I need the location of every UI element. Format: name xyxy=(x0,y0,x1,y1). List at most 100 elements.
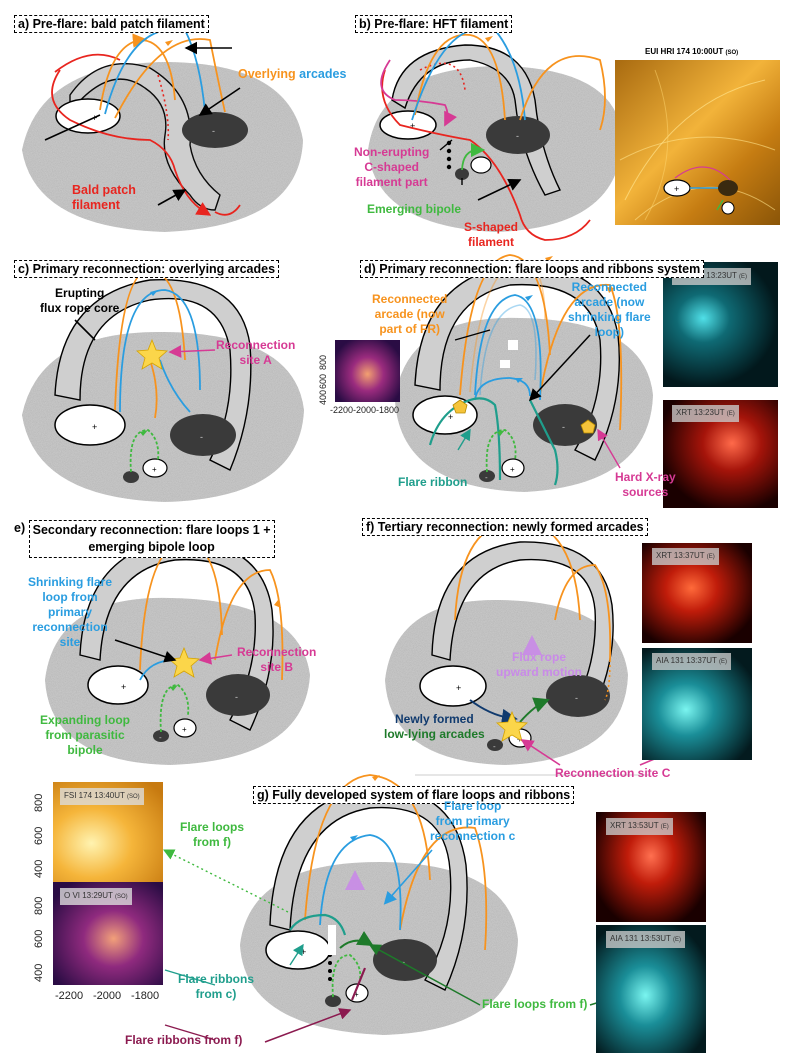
svg-text:-: - xyxy=(562,422,565,432)
svg-text:-: - xyxy=(493,742,496,751)
bipole-minus-g xyxy=(325,995,341,1007)
orange-arcade-g2 xyxy=(399,826,488,951)
orange-arcade-b2 xyxy=(519,55,606,131)
svg-text:+: + xyxy=(674,184,679,194)
thumb-aia1337-tag: AIA 131 13:37UT (E) xyxy=(652,653,732,670)
bipole-minus-d xyxy=(479,470,495,482)
bipole-plus-b xyxy=(470,156,492,174)
orange-arcade-a1 xyxy=(99,33,176,111)
negative-polarity-f xyxy=(546,675,610,717)
thumb-fsi-tag: FSI 174 13:40UT (SO) xyxy=(60,788,144,805)
orange-arcade-d1 xyxy=(459,254,551,396)
panel-e: + - + - xyxy=(45,539,310,765)
teal-ribbon-g xyxy=(289,913,347,936)
marker-square-d xyxy=(508,340,518,350)
arrow-recon-o-d xyxy=(454,329,491,341)
panel-f-title: f) Tertiary reconnection: newly formed a… xyxy=(362,518,648,536)
black-arrow-overlying2-a xyxy=(198,87,241,116)
reconnection-star-c xyxy=(496,710,528,742)
blue-arcade-d xyxy=(474,294,542,401)
darkgreen-arcade-f xyxy=(519,697,550,723)
bipole-minus-f xyxy=(487,739,503,751)
orange-arcade-d2 xyxy=(539,284,623,431)
negative-polarity-b xyxy=(486,116,550,154)
svg-text:-: - xyxy=(402,957,405,967)
negative-polarity-e xyxy=(206,674,270,716)
svg-text:+: + xyxy=(354,990,359,999)
panel-c: + - + xyxy=(22,269,304,502)
inset-d-ytick-1: 800 xyxy=(318,354,328,370)
green-loop-g xyxy=(331,954,362,998)
label-site-c-f: Reconnection site C xyxy=(555,766,671,780)
svg-text:+: + xyxy=(182,725,187,734)
blue-line2-c xyxy=(159,359,191,413)
green-arrow-c xyxy=(140,430,148,436)
positive-polarity-b xyxy=(379,110,437,140)
g-ytick1-1: 800 xyxy=(33,793,45,812)
g-xtick-1: -2200 xyxy=(55,990,84,1002)
maroon-ribbon-g xyxy=(350,967,367,1001)
panel-b: + - xyxy=(368,22,622,241)
svg-text:+: + xyxy=(410,121,415,131)
teal-ribbon-d1 xyxy=(428,397,502,481)
orange-arrow-g xyxy=(372,775,380,781)
arrow-rib-f-g xyxy=(264,1008,352,1043)
blue-arrow-g xyxy=(350,835,358,841)
svg-text:+: + xyxy=(448,412,453,422)
panel-a: + - xyxy=(22,27,303,232)
panel-d-title: d) Primary reconnection: flare loops and… xyxy=(360,260,705,278)
positive-polarity-e xyxy=(87,665,149,705)
panel-a-title: a) Pre-flare: bald patch filament xyxy=(14,15,209,33)
red-loop-right-a xyxy=(214,204,241,216)
teal-ribbon-d2 xyxy=(529,399,559,486)
svg-text:+: + xyxy=(510,465,515,474)
inset-d-ytick-2: 600 xyxy=(318,373,328,389)
panel-e-title: e) Secondary reconnection: flare loops 1… xyxy=(14,520,275,558)
panel-c-title: c) Primary reconnection: overlying arcad… xyxy=(14,260,280,278)
svg-text:+: + xyxy=(152,465,157,474)
label-loops-f-bottom-g: Flare loops from f) xyxy=(482,997,588,1011)
g-ytick1-3: 400 xyxy=(33,859,45,878)
black-arrow-fil-a xyxy=(44,114,101,141)
red-loop-left-a xyxy=(54,53,121,73)
thumb-xrt1353-tag: XRT 13:53UT (E) xyxy=(606,818,673,835)
label-flare-ribbon-d: Flare ribbon xyxy=(398,475,468,489)
thumb-eui-loops: + xyxy=(619,69,776,221)
arrow-rib-f-g2 xyxy=(164,1024,216,1041)
inset-d-xtick-3: -1800 xyxy=(376,405,400,415)
ribbon-white-g xyxy=(328,925,336,955)
orange-arrow-d2 xyxy=(607,287,615,293)
bipole-plus-d xyxy=(501,458,525,478)
black-arrow-nonerupt-b xyxy=(439,139,453,151)
orange-arrow-b xyxy=(485,36,493,42)
bipole-minus-e xyxy=(153,730,169,742)
pink-c-b xyxy=(380,59,458,127)
arrow-site-c-1 xyxy=(520,739,561,766)
orange-arrowhead-a xyxy=(165,40,173,46)
negative-polarity-g xyxy=(373,939,437,981)
thumb-ovi-tag: O VI 13:29UT (SO) xyxy=(60,888,132,905)
bipole-minus-b xyxy=(455,168,469,180)
green-bipole-b xyxy=(461,142,486,171)
label-emerging-b: Emerging bipole xyxy=(367,202,462,216)
hxr-source-d1 xyxy=(452,399,468,414)
thumb-eui-tag: EUI HRI 174 10:00UT (SO) xyxy=(645,47,739,56)
svg-text:+: + xyxy=(301,947,306,957)
svg-text:+: + xyxy=(92,422,97,432)
filament-b xyxy=(391,44,561,196)
g-xtick-2: -2000 xyxy=(93,990,122,1002)
thumb-xrt1337-tag: XRT 13:37UT (E) xyxy=(652,548,719,565)
label-overlying-arcades-a: Overlying arcades xyxy=(238,67,347,81)
orange-arrow-e2 xyxy=(274,600,281,608)
bipole-plus-e xyxy=(173,718,197,738)
blue-arrow-c xyxy=(150,290,158,296)
flux-rope-arrow-g xyxy=(345,870,365,890)
arrow-site-a-c xyxy=(168,345,216,358)
